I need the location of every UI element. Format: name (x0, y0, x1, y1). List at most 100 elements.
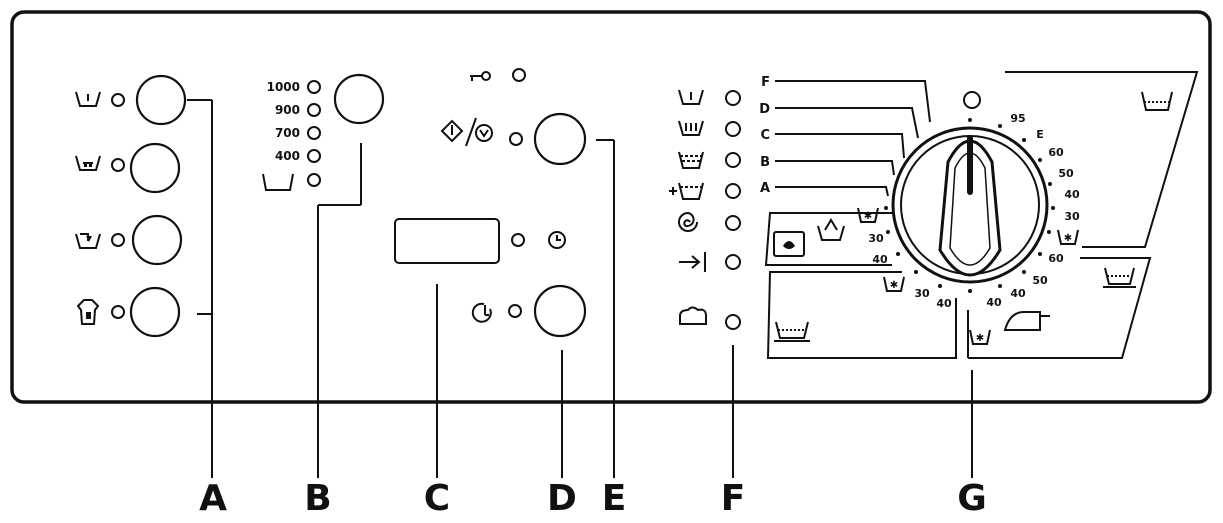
led-no-spin (307, 173, 321, 187)
svg-text:✱: ✱ (864, 211, 872, 222)
led-phase-rinse (725, 152, 741, 168)
box-synthetic-lower (766, 271, 957, 359)
svg-text:✱: ✱ (976, 333, 984, 344)
temp-left-2: 40 (872, 253, 888, 266)
spin-speed-group: 1000 900 700 400 (262, 73, 385, 478)
box-cotton-lower (968, 257, 1152, 359)
callout-g: G (957, 478, 987, 519)
temp-right-upper-1: 95 (1010, 112, 1025, 125)
led-economy (111, 158, 125, 172)
temp-bottom-mid: 40 (986, 296, 1002, 309)
box-synthetic-upper (764, 212, 898, 266)
callout-e: E (602, 478, 627, 519)
spin-speed-label-4: 400 (275, 149, 300, 163)
temp-left-1: 30 (868, 232, 884, 245)
temp-right-upper-2: E (1036, 128, 1044, 141)
economy-button[interactable] (129, 142, 181, 194)
cold-icon-bottom-left: ✱ (883, 276, 905, 292)
delay-start-icon (471, 302, 492, 323)
easy-iron-button[interactable] (129, 286, 181, 338)
led-delay-start (508, 304, 522, 318)
led-dial-on (963, 91, 981, 109)
spin-speed-label-1: 1000 (267, 80, 300, 94)
led-time-display (511, 233, 525, 247)
clock-icon (548, 231, 566, 249)
phase-indicator-group (669, 89, 741, 478)
temp-right-upper-6: 30 (1064, 210, 1080, 223)
extra-rinse-button[interactable] (131, 214, 183, 266)
phase-rinse-icon (678, 151, 704, 169)
cold-icon-right: ✱ (1057, 229, 1079, 245)
program-letter-4: B (760, 155, 770, 170)
option-buttons-group (75, 74, 213, 478)
temp-right-lower-3: 40 (1010, 287, 1026, 300)
spin-speed-label-3: 700 (275, 126, 300, 140)
phase-spin-icon (678, 211, 698, 232)
phase-mainwash-icon (678, 120, 704, 136)
key-icon (470, 71, 491, 81)
time-display (394, 218, 500, 264)
led-phase-mainwash (725, 121, 741, 137)
wool-icon (773, 231, 805, 257)
temp-right-upper-3: 60 (1048, 146, 1064, 159)
handwash-icon (817, 218, 845, 241)
temp-right-upper-4: 50 (1058, 167, 1074, 180)
temp-right-lower-1: 60 (1048, 252, 1064, 265)
temp-bottom-left-2: 40 (936, 297, 952, 310)
program-letter-3: C (760, 128, 770, 143)
cold-icon-left: ✱ (857, 207, 879, 223)
callout-d: D (547, 478, 577, 519)
center-controls-group (394, 68, 615, 478)
prewash-button[interactable] (135, 74, 187, 126)
led-spin-1000 (307, 80, 321, 94)
led-start-pause (509, 132, 523, 146)
phase-prewash-icon (678, 89, 704, 105)
led-extra-rinse (111, 233, 125, 247)
temp-right-lower-2: 50 (1032, 274, 1048, 287)
iron-icon (1003, 311, 1050, 331)
led-spin-400 (307, 149, 321, 163)
callout-a: A (199, 478, 227, 519)
program-letter-1: F (761, 75, 770, 90)
economy-icon (75, 155, 101, 171)
led-prewash (111, 93, 125, 107)
led-phase-prewash (725, 90, 741, 106)
led-easy-iron (111, 305, 125, 319)
callout-c: C (424, 478, 450, 519)
program-letter-2: D (759, 102, 770, 117)
delay-start-button[interactable] (533, 284, 587, 338)
temp-right-upper-5: 40 (1064, 188, 1080, 201)
phase-end-icon (679, 252, 706, 272)
start-pause-button[interactable] (533, 112, 587, 166)
synthetic-tub-icon (774, 321, 810, 342)
phase-extra-rinse-icon (669, 182, 704, 200)
cotton-tub-icon (1141, 91, 1173, 111)
led-spin-700 (307, 126, 321, 140)
program-dial-knob[interactable] (938, 135, 1002, 277)
spin-speed-label-2: 900 (275, 103, 300, 117)
program-dial-group: ✱ ✱ ✱ ✱ F D C B A (759, 71, 1199, 478)
temp-bottom-left-1: 30 (914, 287, 930, 300)
cold-icon-bottom-mid: ✱ (969, 329, 991, 345)
svg-text:✱: ✱ (890, 280, 898, 291)
prewash-icon (75, 91, 101, 107)
led-phase-extra-rinse (725, 183, 741, 199)
led-spin-900 (307, 103, 321, 117)
easy-iron-icon (76, 299, 100, 325)
program-letter-5: A (760, 181, 770, 196)
callout-labels: A B C D E F G (199, 478, 987, 519)
led-phase-drying (725, 314, 741, 330)
box-cotton-upper (1005, 71, 1199, 248)
phase-drying-icon (679, 306, 707, 325)
no-spin-icon (262, 173, 294, 191)
dial-tick-dots (884, 118, 1055, 293)
start-pause-icon (440, 117, 493, 147)
led-door-lock (512, 68, 526, 82)
extra-rinse-icon (75, 233, 101, 249)
cotton-tub-icon-2 (1103, 267, 1136, 288)
led-phase-spin (725, 215, 741, 231)
svg-text:✱: ✱ (1064, 233, 1072, 244)
spin-speed-button[interactable] (333, 73, 385, 125)
callout-f: F (721, 478, 746, 519)
